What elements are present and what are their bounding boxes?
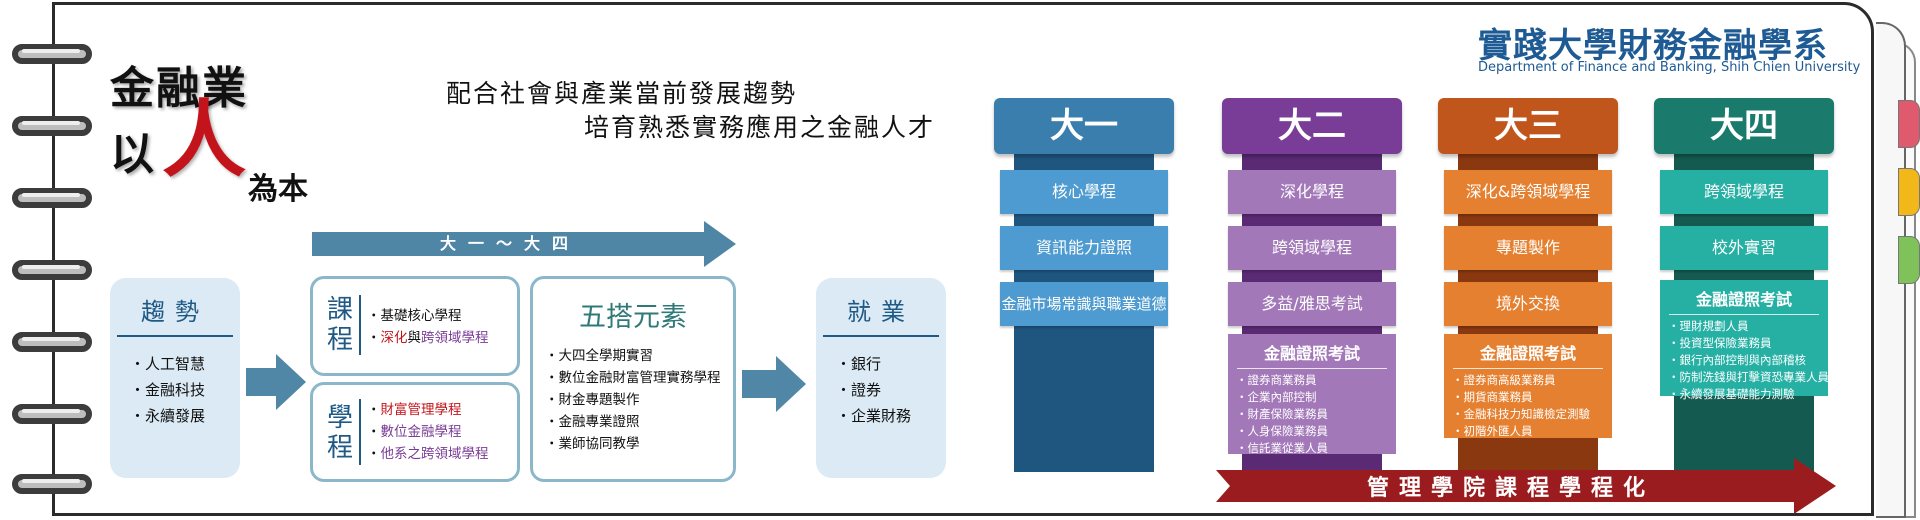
year-item: 多益/雅思考試 [1228,282,1396,326]
cert-box: 金融證照考試 證券商高級業務員 期貨商業務員 金融科技力知識檢定測驗 初階外匯人… [1444,334,1612,438]
year-item: 資訊能力證照 [1000,226,1168,270]
program-list: 財富管理學程 數位金融學程 他系之跨領域學程 [367,399,489,465]
year-head: 大一 [994,98,1174,154]
cert-item: 投資型保險業務員 [1668,335,1828,352]
trend-item: 人工智慧 [130,351,240,377]
cert-box: 金融證照考試 證券商業務員 企業內部控制 財產保險業務員 人身保險業務員 信託業… [1228,334,1396,457]
course-item: 基礎核心學程 [367,305,489,327]
year-item: 境外交換 [1444,282,1612,326]
year-item: 校外實習 [1660,226,1828,270]
headline-line1: 金融業 [110,63,248,114]
year-item: 跨領域學程 [1228,226,1396,270]
slogan-line1: 配合社會與產業當前發展趨勢 [446,79,798,108]
employment-item: 證券 [836,377,946,403]
course-list: 基礎核心學程 深化與跨領域學程 [367,305,489,349]
trend-title: 趨勢 [110,278,240,337]
divider [359,295,361,355]
cert-item: 金融科技力知識檢定測驗 [1452,406,1612,423]
cert-list: 證券商高級業務員 期貨商業務員 金融科技力知識檢定測驗 初階外匯人員 [1444,372,1612,440]
flow-arrow-icon [776,356,806,412]
years-arrow-head-icon [704,221,736,267]
binder-ring-icon [12,186,94,210]
years-arrow-label: 大一～大四 [439,234,580,253]
year-head: 大二 [1222,98,1402,154]
program-side-label: 學程 [326,403,353,463]
five-element-item: 財金專題製作 [545,389,721,411]
page-tab-yellow[interactable] [1898,168,1920,216]
page-tab-red[interactable] [1898,100,1920,148]
cert-item: 銀行內部控制與內部稽核 [1668,352,1828,369]
flow-arrow-icon [276,354,306,410]
binder-ring-icon [12,402,94,426]
cert-title: 金融證照考試 [1444,334,1612,369]
program-item: 財富管理學程 [367,399,489,421]
year-item: 跨領域學程 [1660,170,1828,214]
five-element-item: 業師協同教學 [545,433,721,455]
cert-item: 理財規劃人員 [1668,318,1828,335]
year-item: 深化&跨領域學程 [1444,170,1612,214]
cert-box: 金融證照考試 理財規劃人員 投資型保險業務員 銀行內部控制與內部稽核 防制洗錢與… [1660,280,1829,401]
year-item: 核心學程 [1000,170,1168,214]
year-item: 專題製作 [1444,226,1612,270]
binder-ring-icon [12,472,94,496]
course-item: 深化與跨領域學程 [367,327,489,349]
cert-item: 證券商高級業務員 [1452,372,1612,389]
flow-arrow-shaft [742,370,778,398]
cert-item: 企業內部控制 [1236,389,1396,406]
cert-list: 證券商業務員 企業內部控制 財產保險業務員 人身保險業務員 信託業從業人員 [1228,372,1396,457]
cert-title: 金融證照考試 [1228,334,1396,369]
year-item: 金融市場常識與職業道德 [1000,282,1168,326]
trend-item: 永續發展 [130,403,240,429]
program-item: 他系之跨領域學程 [367,443,489,465]
cert-item: 永續發展基礎能力測驗 [1668,386,1828,403]
cert-item: 初階外匯人員 [1452,423,1612,440]
cert-item: 財產保險業務員 [1236,406,1396,423]
five-elements-title: 五搭元素 [579,302,687,333]
headline-line2c: 為本 [248,172,308,207]
divider [359,399,361,465]
year-head: 大四 [1654,98,1834,154]
university-name-en: Department of Finance and Banking, Shih … [1478,60,1861,75]
trend-box: 趨勢 人工智慧 金融科技 永續發展 [110,278,240,478]
program-box: 學程 財富管理學程 數位金融學程 他系之跨領域學程 [310,382,520,482]
five-elements-list: 大四全學期實習 數位金融財富管理實務學程 財金專題製作 金融專業證照 業師協同教… [545,345,721,455]
year-item: 深化學程 [1228,170,1396,214]
binder-ring-icon [12,330,94,354]
five-elements-box: 五搭元素 大四全學期實習 數位金融財富管理實務學程 財金專題製作 金融專業證照 … [530,276,736,482]
employment-title: 就業 [816,278,946,337]
binder-ring-icon [12,42,94,66]
cert-item: 防制洗錢與打擊資恐專業人員 [1668,369,1830,386]
year-head: 大三 [1438,98,1618,154]
flow-arrow-shaft [246,368,278,396]
slogan-line2: 培育熟悉實務應用之金融人才 [584,113,936,142]
program-item: 數位金融學程 [367,421,489,443]
trend-item: 金融科技 [130,377,240,403]
cert-item: 證券商業務員 [1236,372,1396,389]
employment-item: 銀行 [836,351,946,377]
employment-item: 企業財務 [836,403,946,429]
binder-ring-icon [12,114,94,138]
years-arrow-shaft [312,232,708,256]
employment-box: 就業 銀行 證券 企業財務 [816,278,946,478]
binder-ring-icon [12,258,94,282]
cert-item: 人身保險業務員 [1236,423,1396,440]
cert-item: 信託業從業人員 [1236,440,1396,457]
headline-person-char: 人 [162,91,247,189]
cert-item: 期貨商業務員 [1452,389,1612,406]
five-element-item: 數位金融財富管理實務學程 [545,367,721,389]
employment-list: 銀行 證券 企業財務 [816,351,946,429]
headline-line2a: 以 [110,129,154,180]
management-arrow-icon [1216,458,1836,514]
five-element-item: 金融專業證照 [545,411,721,433]
cert-title: 金融證照考試 [1660,280,1828,315]
course-box: 課程 基礎核心學程 深化與跨領域學程 [310,276,520,376]
five-element-item: 大四全學期實習 [545,345,721,367]
cert-list: 理財規劃人員 投資型保險業務員 銀行內部控制與內部稽核 防制洗錢與打擊資恐專業人… [1660,318,1830,403]
university-name-zh: 實踐大學財務金融學系 [1478,26,1828,66]
trend-list: 人工智慧 金融科技 永續發展 [110,351,240,429]
page-tab-green[interactable] [1898,236,1920,284]
management-arrow-label: 管理學院課程學程化 [1366,476,1655,501]
course-side-label: 課程 [326,295,353,355]
